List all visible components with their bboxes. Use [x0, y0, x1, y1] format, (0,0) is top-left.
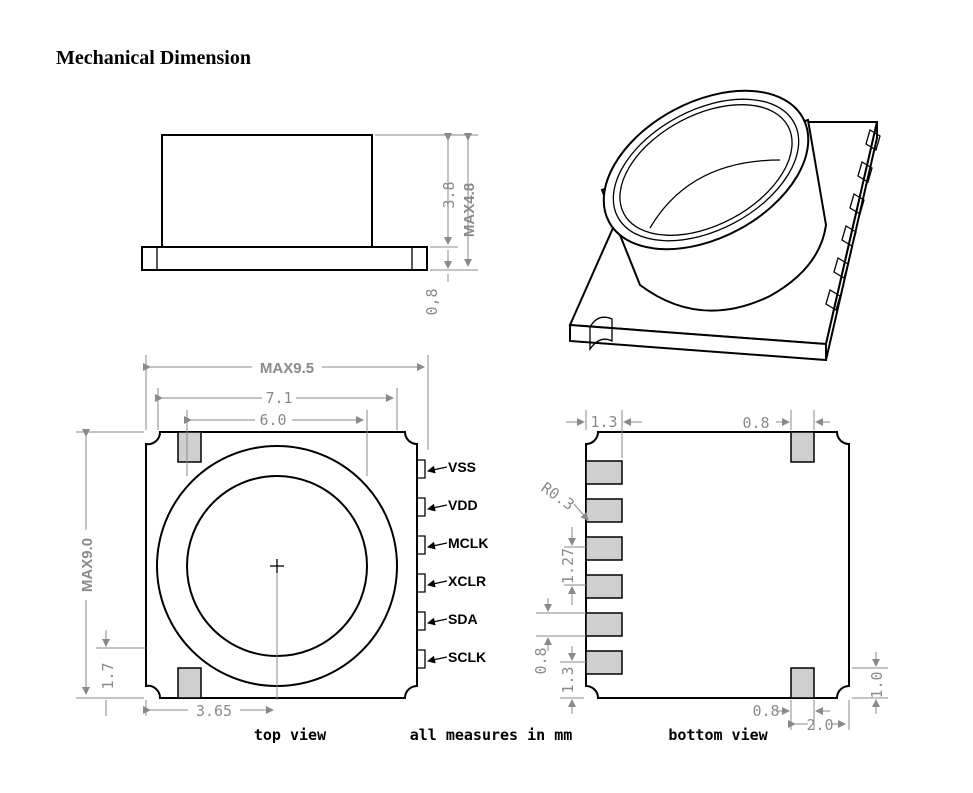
dim-top-width-lens: 6.0 [259, 411, 286, 429]
dim-body-height: 3.8 [440, 181, 458, 208]
pin-label-sda: SDA [448, 611, 478, 627]
top-view-outline [145, 431, 418, 699]
side-view-lens-body [161, 134, 373, 248]
side-view-base [141, 246, 428, 271]
dim-top-width-max: MAX9.5 [260, 360, 314, 377]
dim-top-pad-offset: 1.7 [99, 662, 117, 689]
isometric-view [568, 89, 881, 362]
side-view: 3.8 MAX4.8 0,8 [141, 133, 478, 316]
dim-bottom-corner-height: 1.0 [868, 671, 886, 698]
dim-bottom-radius: R0.3 [538, 479, 578, 514]
iso-corner-notch [589, 316, 613, 352]
dim-bottom-pad-width-side: 0.8 [532, 647, 550, 674]
top-view: VSS VDD MCLK XCLR SDA SCLK MAX9.5 7.1 6.… [76, 355, 488, 720]
pin-label-xclr: XCLR [448, 573, 486, 589]
top-view-pad-bottom [177, 667, 202, 699]
top-view-pin-tabs [417, 459, 426, 669]
bottom-view-notches [585, 461, 597, 673]
bottom-view: 1.3 0.8 R0.3 1.27 0.8 1.3 0.8 [532, 410, 888, 734]
pin-label-vdd: VDD [448, 497, 478, 513]
dim-bottom-pad-width-bottom: 0.8 [752, 702, 779, 720]
dim-bottom-pitch: 1.27 [559, 548, 577, 584]
pin-label-vss: VSS [448, 459, 476, 475]
bottom-view-pads [585, 460, 623, 675]
iso-lens-rim-outer [602, 89, 810, 251]
dim-bottom-corner-offset: 2.0 [806, 716, 833, 734]
caption-units-note: all measures in mm [410, 726, 573, 744]
pin-label-sclk: SCLK [448, 649, 486, 665]
top-view-pad-top [177, 431, 202, 463]
bottom-view-pad-top [790, 431, 815, 463]
dim-bottom-pad-offset: 1.3 [559, 666, 577, 693]
bottom-view-outline [585, 431, 850, 699]
dim-bottom-pad-length: 1.3 [590, 413, 617, 431]
dim-bottom-pad-width-top: 0.8 [742, 414, 769, 432]
page-title: Mechanical Dimension [56, 47, 251, 69]
bottom-view-pad-bottom [790, 667, 815, 699]
pin-label-mclk: MCLK [448, 535, 488, 551]
dim-top-center-offset: 3.65 [196, 702, 232, 720]
caption-bottom-view: bottom view [668, 726, 768, 744]
caption-top-view: top view [254, 726, 327, 744]
iso-pins [825, 129, 881, 311]
dim-base-height: 0,8 [423, 288, 441, 315]
dim-top-width-body: 7.1 [265, 389, 292, 407]
dim-top-height-max: MAX9.0 [79, 538, 96, 592]
dim-max-height: MAX4.8 [461, 183, 478, 237]
